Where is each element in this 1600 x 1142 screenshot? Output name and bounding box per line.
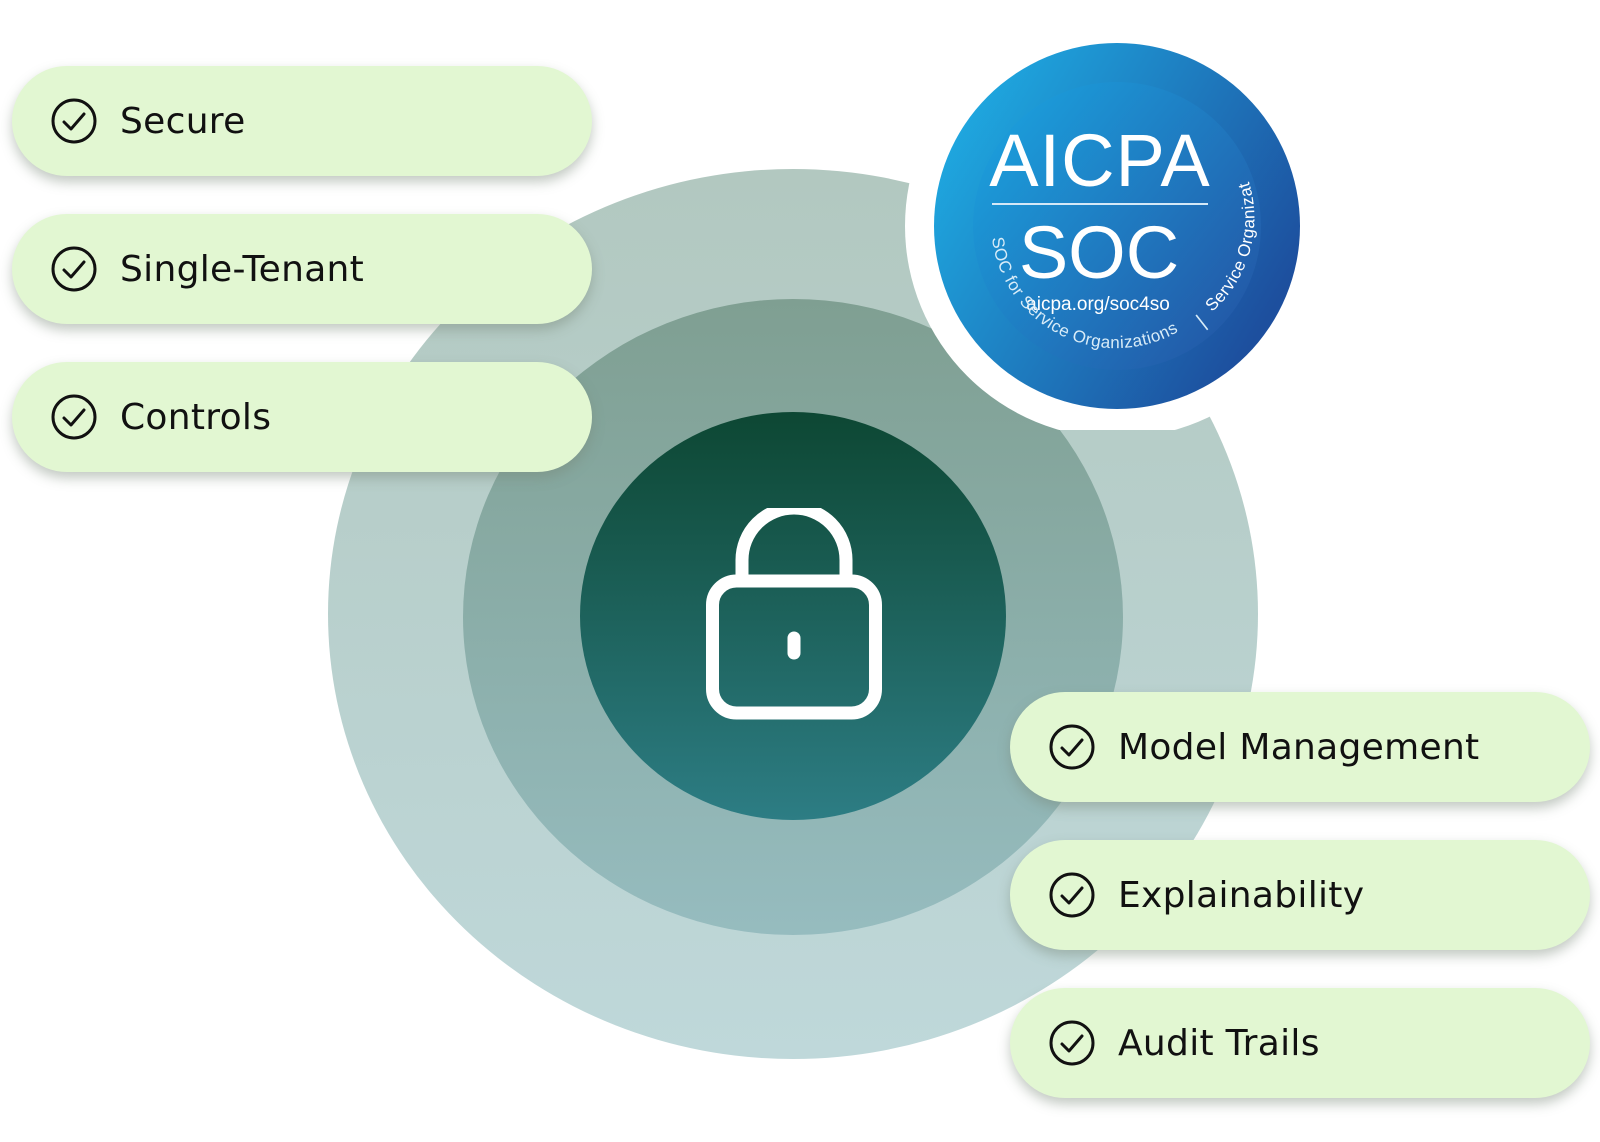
feature-label: Single-Tenant	[120, 248, 365, 290]
aicpa-soc-badge: AICPA SOC aicpa.org/soc4so SOC for Servi…	[904, 22, 1329, 430]
feature-pill-controls: Controls	[12, 362, 592, 472]
feature-pill-explainability: Explainability	[1010, 840, 1590, 950]
feature-label: Controls	[120, 396, 272, 438]
feature-pill-model-management: Model Management	[1010, 692, 1590, 802]
check-circle-icon	[51, 246, 97, 292]
feature-pill-audit-trails: Audit Trails	[1010, 988, 1590, 1098]
badge-title: AICPA	[989, 119, 1211, 202]
feature-label: Explainability	[1118, 874, 1365, 916]
feature-label: Audit Trails	[1118, 1022, 1320, 1064]
inner-ring	[580, 412, 1006, 820]
badge-url: aicpa.org/soc4so	[1026, 294, 1170, 315]
feature-label: Secure	[120, 100, 246, 142]
badge-subtitle: SOC	[1019, 211, 1179, 294]
feature-pill-single-tenant: Single-Tenant	[12, 214, 592, 324]
check-circle-icon	[1049, 872, 1095, 918]
check-circle-icon	[1049, 724, 1095, 770]
check-circle-icon	[1049, 1020, 1095, 1066]
check-circle-icon	[51, 98, 97, 144]
lock-icon	[706, 508, 882, 720]
check-circle-icon	[51, 394, 97, 440]
feature-label: Model Management	[1118, 726, 1480, 768]
feature-pill-secure: Secure	[12, 66, 592, 176]
